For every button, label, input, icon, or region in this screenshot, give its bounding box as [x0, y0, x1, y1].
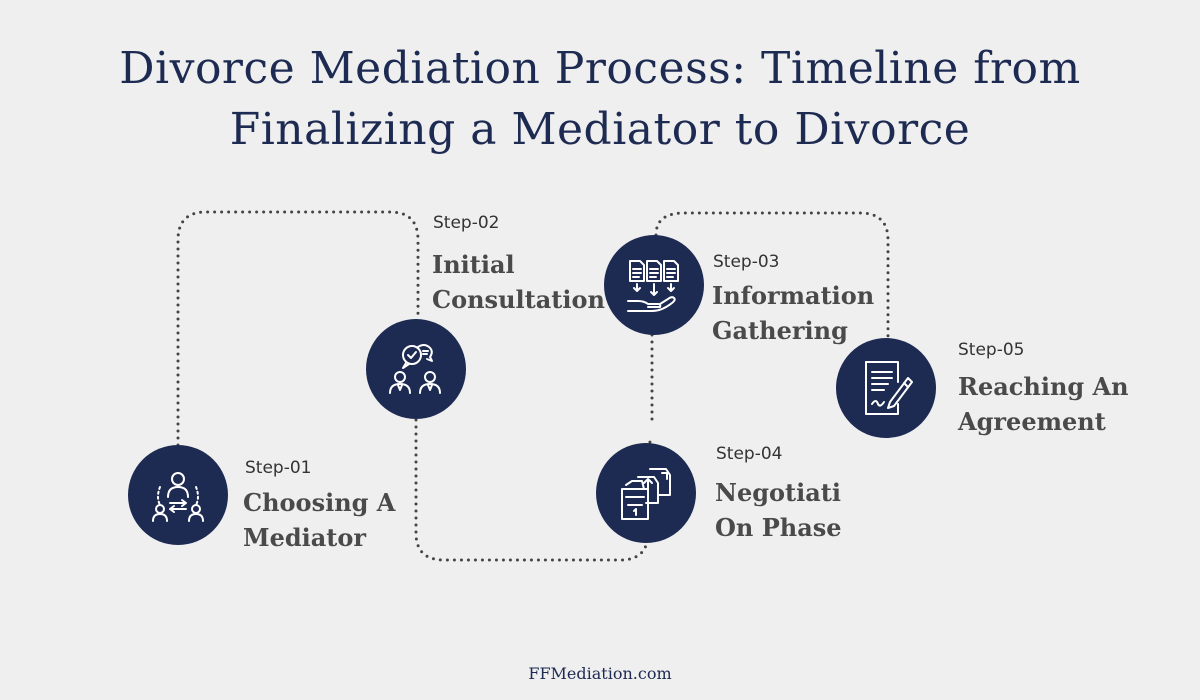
page-title: Divorce Mediation Process: Timeline from… — [0, 38, 1200, 160]
mediator-exchange-icon — [152, 472, 204, 522]
step-5-title: Reaching An Agreement — [958, 372, 1129, 436]
step-3-title: Information Gathering — [712, 281, 875, 345]
step-4-title: Negotiati On Phase — [715, 478, 842, 542]
documents-hand-icon — [627, 260, 679, 312]
step-1-title: Choosing A Mediator — [243, 488, 396, 552]
step-5-circle — [836, 338, 936, 438]
step-3-number: Step-03 — [713, 252, 780, 272]
step-2-title: Initial Consultation — [432, 250, 605, 314]
step-2-circle — [366, 319, 466, 419]
step-4-number: Step-04 — [716, 444, 783, 464]
step-2-number: Step-02 — [433, 213, 500, 233]
step-5-number: Step-05 — [958, 340, 1025, 360]
step-1-number: Step-01 — [245, 458, 312, 478]
signed-document-icon — [865, 361, 913, 415]
title-line-2: Finalizing a Mediator to Divorce — [229, 104, 971, 155]
ballot-boxes-icon — [621, 468, 671, 520]
step-4-circle — [596, 443, 696, 543]
title-line-1: Divorce Mediation Process: Timeline from — [119, 43, 1081, 94]
footer-site-name: FFMediation.com — [528, 664, 672, 683]
consultation-chat-icon — [389, 344, 441, 394]
step-1-circle — [128, 445, 228, 545]
step-3-circle — [604, 235, 704, 335]
